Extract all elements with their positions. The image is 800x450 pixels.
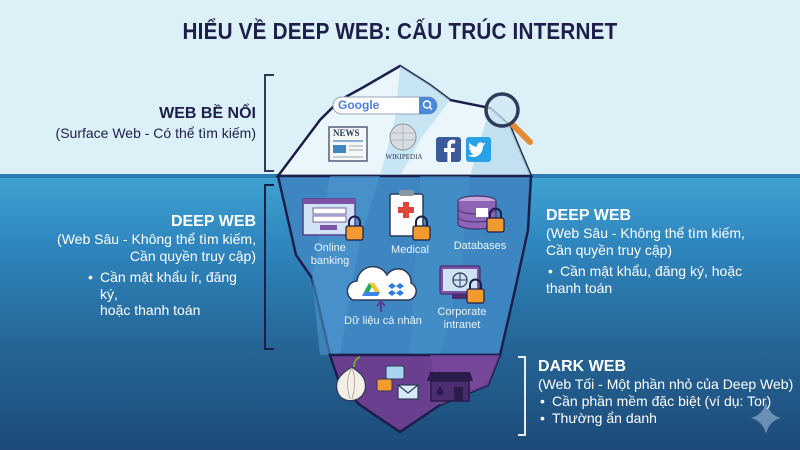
dark-web-heading: DARK WEB: [538, 358, 626, 375]
deep-web-desc-line1-right: (Web Sâu - Không thể tìm kiếm,: [546, 225, 745, 242]
deep-web-bullet-left: Cần mật khẩu ỉr, đăng ký, hoặc thanh toá…: [40, 269, 256, 319]
deep-web-heading-right: DEEP WEB: [546, 207, 632, 224]
page-title: HIỂU VỀ DEEP WEB: CẤU TRÚC INTERNET: [182, 18, 618, 44]
deep-web-bullet-right: Cần mật khẩu, đăng ký, hoặc thanh toán: [546, 263, 786, 297]
facebook-icon: [436, 137, 461, 162]
online-banking-icon: [302, 198, 364, 241]
database-icon: [457, 195, 505, 233]
deep-bracket: [264, 184, 274, 350]
wikipedia-label: WIKIPEDIA: [385, 153, 423, 161]
deep-web-desc-line2-right: Cần quyền truy cập): [546, 241, 673, 258]
surface-web-label: WEB BỀ NỔI (Surface Web - Có thể tìm kiế…: [40, 104, 256, 142]
surface-web-subtitle: (Surface Web - Có thể tìm kiếm): [55, 125, 256, 142]
deep-web-label-right: DEEP WEB (Web Sâu - Không thể tìm kiếm, …: [546, 206, 786, 296]
news-label: NEWS: [333, 128, 360, 138]
twitter-icon: [466, 137, 491, 162]
personal-data-label: Dữ liệu cá nhân: [344, 315, 422, 327]
surface-web-heading: WEB BỀ NỔI: [159, 105, 256, 122]
tor-onion-icon: [335, 356, 367, 402]
deep-web-desc-line2: Cần quyền truy cập): [129, 247, 256, 264]
deep-web-label-left: DEEP WEB (Web Sâu - Không thể tìm kiếm, …: [40, 212, 256, 319]
medical-label: Medical: [391, 244, 429, 256]
encrypted-messaging-icon: [376, 365, 419, 400]
corporate-intranet-label: Corporate intranet: [437, 306, 487, 332]
dark-web-bullet-1: Cần phần mềm đặc biệt (ví dụ: Tor): [538, 393, 798, 410]
deep-web-desc-line1: (Web Sâu - Không thể tìm kiếm,: [57, 231, 256, 248]
online-banking-label: Online banking: [310, 242, 350, 268]
google-search-bar: [332, 96, 438, 115]
databases-label: Databases: [453, 240, 507, 252]
medical-clipboard-icon: [389, 190, 431, 241]
magnifier-icon: [484, 92, 533, 145]
dark-web-subtitle: (Web Tối - Một phần nhỏ của Deep Web): [538, 376, 794, 393]
dark-web-label: DARK WEB (Web Tối - Một phần nhỏ của Dee…: [538, 357, 798, 427]
surface-bracket: [264, 74, 274, 172]
cloud-storage-icon: [346, 265, 417, 312]
wikipedia-icon: [389, 123, 417, 151]
newspaper-icon: [328, 126, 368, 162]
deep-web-heading-left: DEEP WEB: [170, 213, 256, 230]
dark-marketplace-icon: [427, 372, 473, 402]
dark-bracket: [518, 356, 526, 436]
google-label: Google: [338, 98, 380, 112]
corporate-monitor-icon: [439, 265, 485, 304]
dark-web-bullet-2: Thường ẩn danh: [538, 410, 798, 427]
